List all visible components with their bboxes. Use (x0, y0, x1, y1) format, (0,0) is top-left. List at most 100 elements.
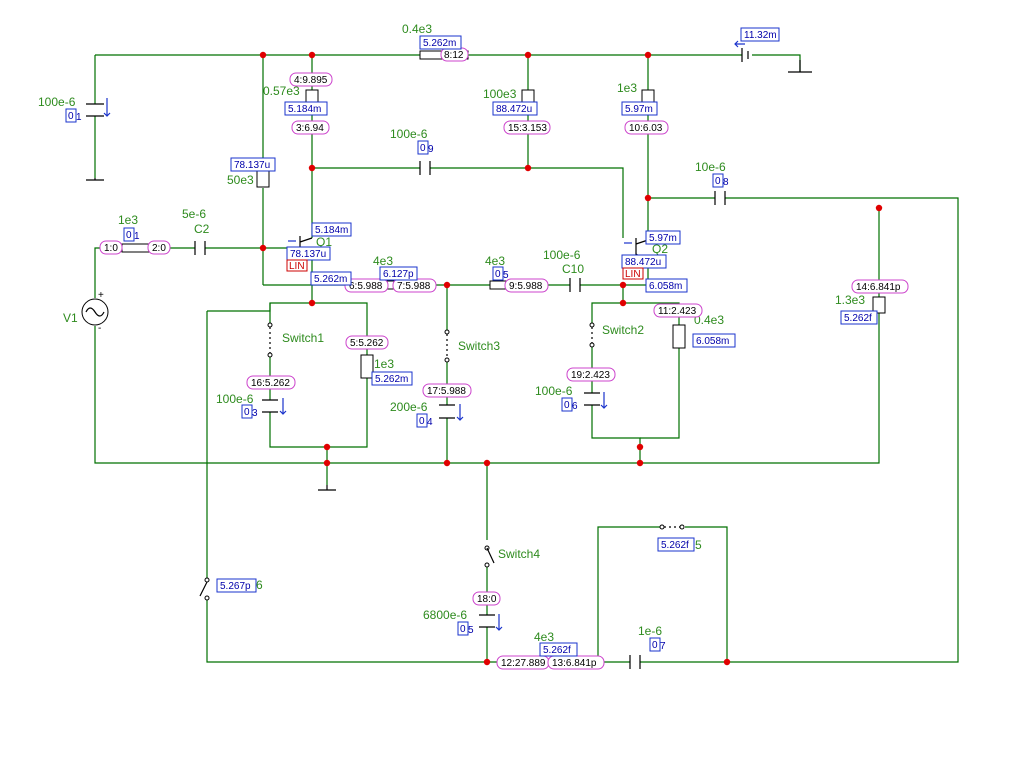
value-label[interactable]: 5.262m (310, 271, 352, 286)
svg-text:5.97m: 5.97m (649, 233, 677, 244)
capacitor-emitter2[interactable] (584, 392, 608, 409)
capacitor-6800e-6[interactable] (479, 614, 503, 631)
node-label[interactable]: 17:5.988 (422, 383, 472, 398)
node-label[interactable]: 19:2.423 (566, 367, 616, 382)
value-label[interactable]: 5.262f (539, 642, 578, 657)
value-label[interactable]: 6.127p (379, 266, 418, 281)
junction-dot (875, 204, 883, 212)
capacitor-left-top[interactable] (86, 98, 111, 117)
switch6-symbol[interactable] (199, 577, 210, 601)
capacitor-200e-6[interactable] (439, 404, 464, 421)
junction-dot (443, 459, 451, 467)
capacitor-10e-6[interactable] (714, 191, 726, 205)
value-label[interactable]: 78.137u (286, 246, 331, 261)
value-label[interactable]: 5.262m (419, 35, 462, 50)
value-label[interactable]: 5.184m (311, 222, 352, 237)
value-label[interactable]: 5.184m (284, 101, 328, 116)
capacitor-1e-6[interactable] (629, 655, 641, 669)
node-label[interactable]: 9:5.988 (504, 278, 549, 293)
node-labels: 4:9.895 8:12 3:6.94 15:3.153 10:6.03 1:0… (99, 47, 909, 670)
value-label[interactable]: 0 (649, 637, 661, 652)
voltage-source-v1[interactable] (81, 298, 109, 326)
node-label[interactable]: 16:5.262 (246, 375, 296, 390)
node-label[interactable]: 3:6.94 (291, 120, 330, 135)
value-label[interactable]: 88.472u (492, 101, 538, 116)
svg-text:9:5.988: 9:5.988 (509, 281, 543, 292)
node-label[interactable]: 7:5.988 (392, 278, 437, 293)
value-label[interactable]: 5.97m (621, 101, 658, 116)
resistor-input[interactable] (121, 243, 151, 253)
label-r-emitter2: 0.4e3 (694, 313, 724, 327)
switch4-symbol[interactable] (484, 545, 495, 568)
resistor-1e3-right[interactable] (641, 89, 655, 104)
switch3-symbol[interactable] (444, 329, 450, 363)
switch5-symbol[interactable] (659, 524, 685, 530)
node-label[interactable]: 4:9.895 (289, 72, 333, 87)
svg-text:LIN: LIN (289, 261, 305, 272)
node-label[interactable]: 15:3.153 (503, 120, 551, 135)
junction-dot (308, 51, 316, 59)
value-label[interactable]: 6.058m (692, 333, 736, 348)
ground-symbols (86, 60, 812, 491)
node-label[interactable]: 18:0 (472, 591, 501, 606)
resistor-emitter1[interactable] (360, 354, 374, 379)
node-label[interactable]: 12:27.889 (496, 655, 550, 670)
capacitor-c10[interactable] (569, 278, 581, 292)
node-label[interactable]: 1:0 (99, 240, 123, 255)
value-label[interactable]: 0 (492, 266, 504, 281)
svg-text:18:0: 18:0 (477, 594, 497, 605)
node-label[interactable]: 14:6.841p (851, 279, 909, 294)
svg-text:0: 0 (244, 407, 250, 418)
junction-dot (323, 459, 331, 467)
svg-text:88.472u: 88.472u (496, 104, 532, 115)
capacitor-c2[interactable] (194, 241, 206, 255)
value-label[interactable]: 5.262m (371, 371, 413, 386)
value-label[interactable]: 78.137u (230, 157, 276, 172)
label-r-input: 1e3 (118, 213, 138, 227)
value-label[interactable]: 88.472u (621, 254, 667, 269)
svg-text:6.127p: 6.127p (383, 269, 414, 280)
value-label[interactable]: 0 (712, 173, 724, 188)
node-label[interactable]: 2:0 (147, 240, 171, 255)
capacitor-mid-top[interactable] (419, 161, 431, 175)
value-label[interactable]: 11.32m (740, 27, 780, 42)
svg-text:6.058m: 6.058m (696, 336, 729, 347)
label-c-sw4: 6800e-6 (423, 608, 467, 622)
resistor-0-57e3[interactable] (305, 89, 319, 104)
junction-dot (524, 164, 532, 172)
battery-symbol[interactable] (734, 40, 749, 62)
value-label[interactable]: 6.058m (645, 278, 688, 293)
label-c2-name: C2 (194, 222, 210, 236)
value-label[interactable]: 5.267p (216, 578, 257, 593)
junction-dot (644, 51, 652, 59)
label-r-mid-right: 4e3 (485, 254, 505, 268)
index-c6800: 5 (468, 625, 474, 636)
value-label[interactable]: 0 (417, 140, 429, 155)
capacitor-emitter1[interactable] (262, 398, 287, 415)
switch1-symbol[interactable] (267, 322, 273, 358)
value-label[interactable]: 0 (457, 621, 469, 636)
value-label[interactable]: 5.97m (645, 230, 681, 245)
resistor-1-3e3[interactable] (872, 296, 886, 314)
value-label[interactable]: 0 (241, 404, 253, 419)
value-label[interactable]: 0 (416, 413, 428, 428)
resistor-100e3[interactable] (521, 89, 535, 104)
svg-text:0: 0 (68, 111, 74, 122)
node-label[interactable]: 5:5.262 (345, 335, 389, 350)
value-label[interactable]: 5.262f (657, 537, 695, 552)
value-label[interactable]: 0 (561, 397, 573, 412)
value-label[interactable]: 0 (123, 227, 135, 242)
label-c-left-top: 100e-6 (38, 95, 76, 109)
junction-dot (259, 244, 267, 252)
node-label[interactable]: 10:6.03 (624, 120, 669, 135)
node-label[interactable]: 8:12 (440, 47, 469, 62)
value-label[interactable]: 0 (65, 108, 77, 123)
svg-text:6.058m: 6.058m (649, 281, 682, 292)
svg-text:0: 0 (126, 230, 132, 241)
resistor-emitter2[interactable] (672, 324, 686, 349)
svg-text:0: 0 (564, 400, 570, 411)
node-label[interactable]: 13:6.841p (547, 655, 605, 670)
value-label[interactable]: 5.262f (840, 310, 878, 325)
switch2-symbol[interactable] (589, 322, 595, 348)
node-label[interactable]: 11:2.423 (653, 303, 703, 318)
